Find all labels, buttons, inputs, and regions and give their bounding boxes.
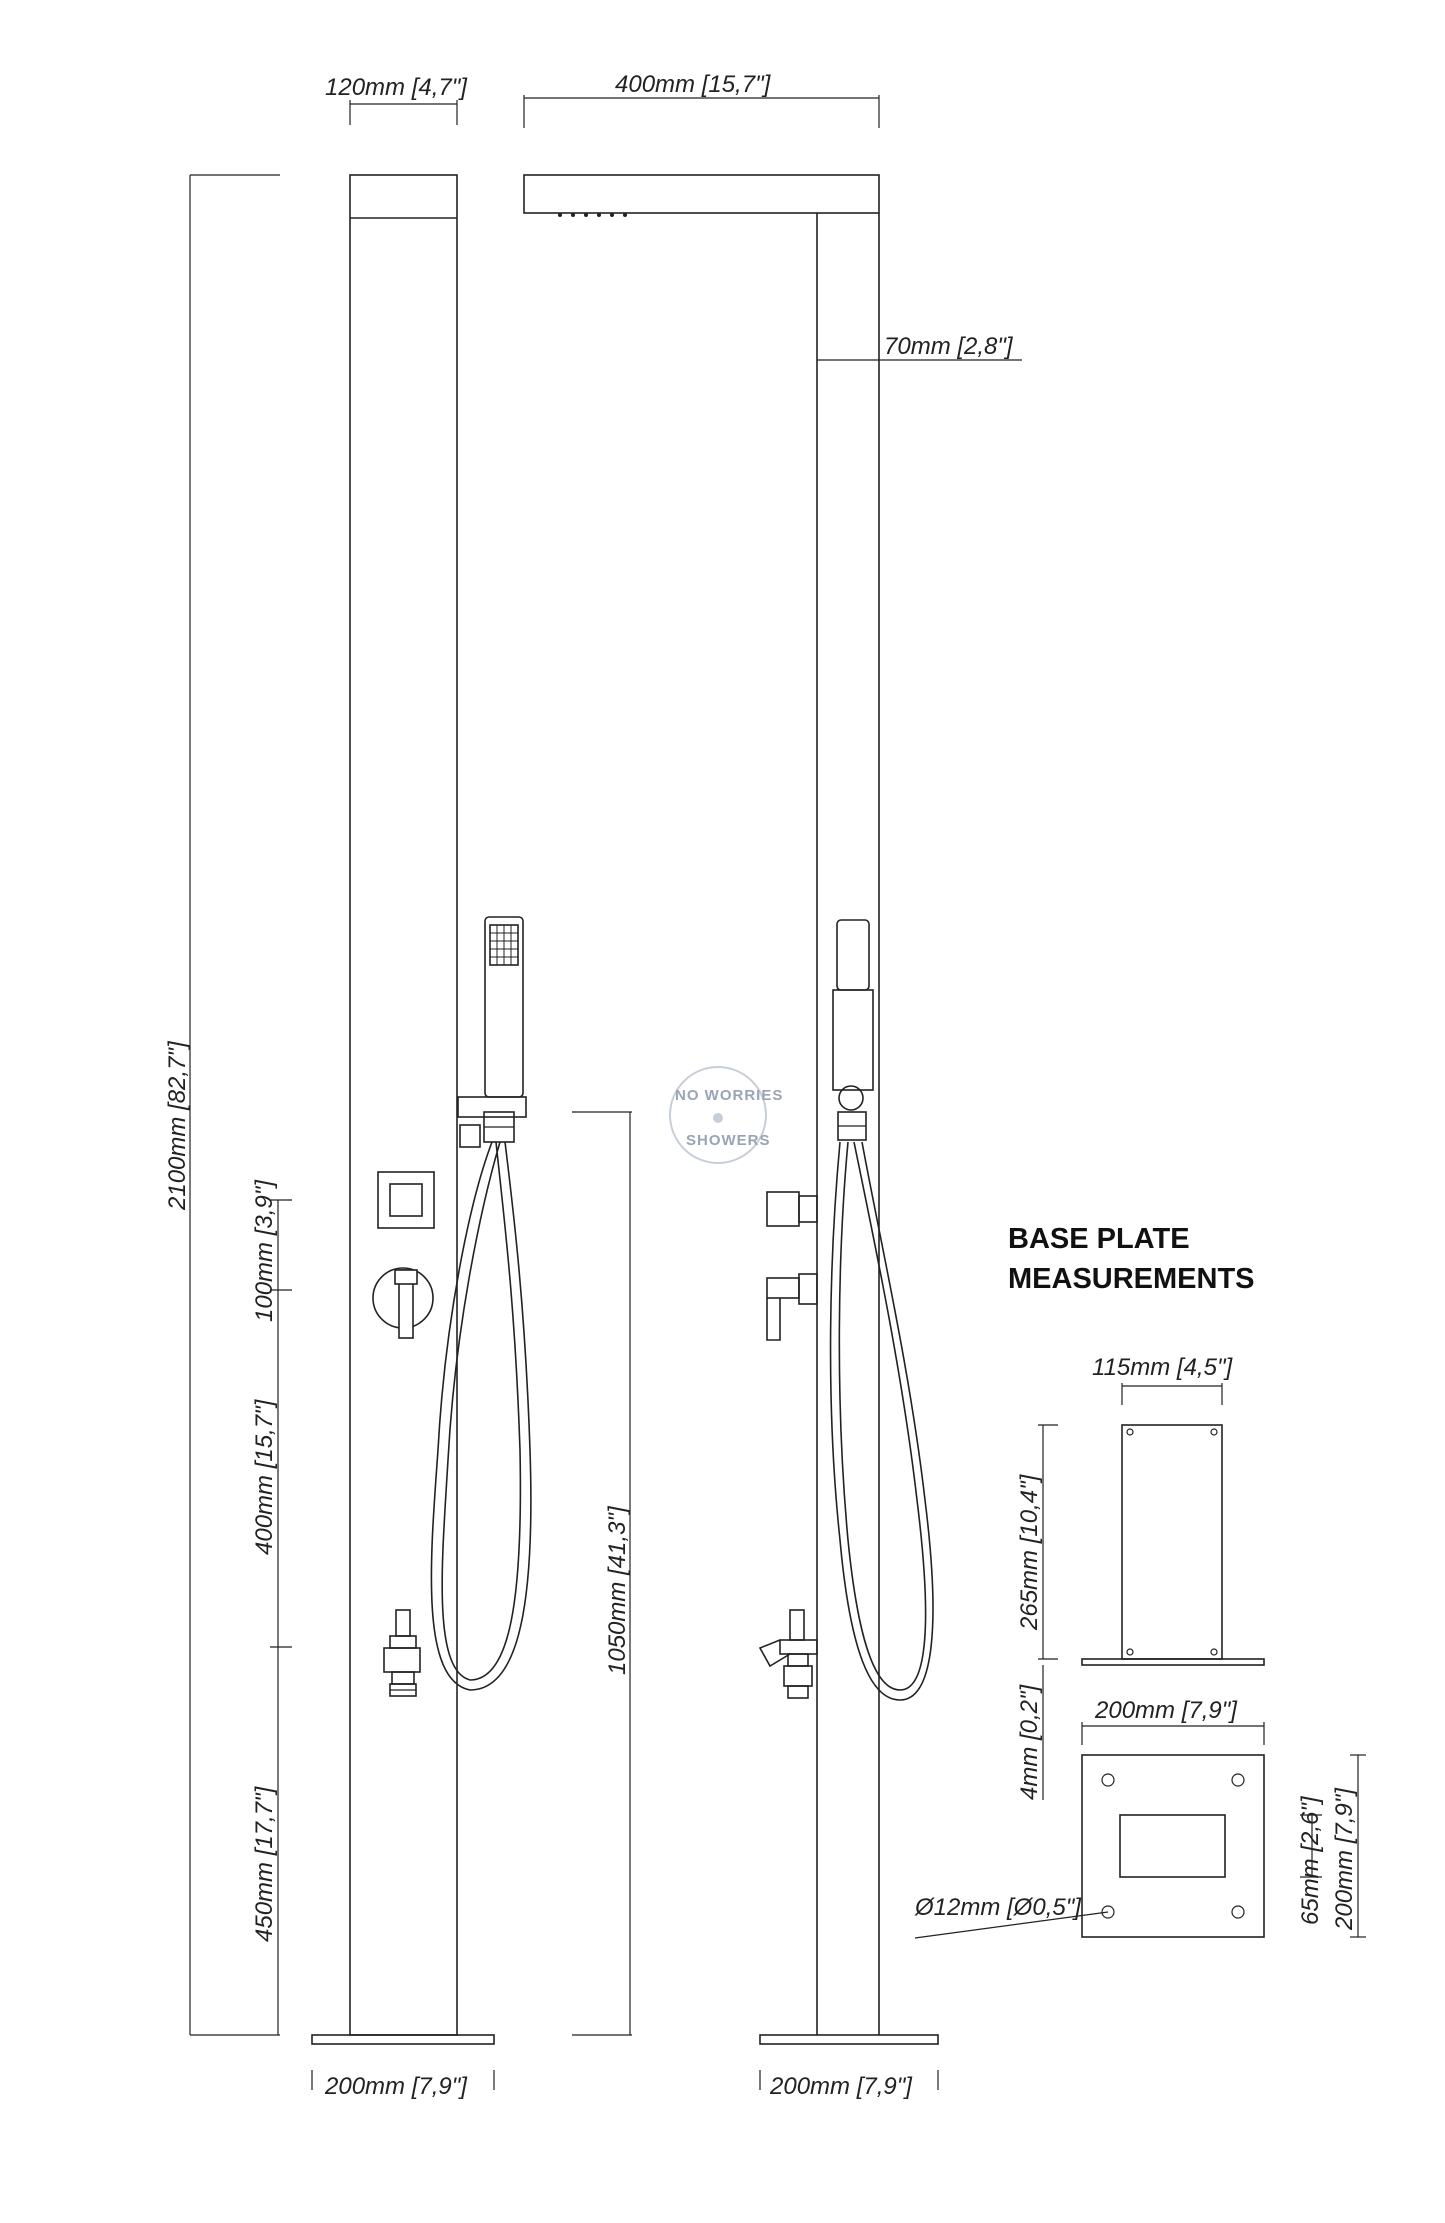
front-base [311, 2034, 495, 2045]
base-plate-section: BASE PLATE MEASUREMENTS 115mm [4,5"] 265… [914, 1223, 1366, 1939]
front-dimension-chain: 100mm [3,9"] 400mm [15,7"] 450mm [17,7"] [251, 1179, 292, 2035]
front-hand-shower-icon [457, 916, 527, 1148]
base-plate-slot-dimension: 65mm [2,6"] [1297, 1795, 1324, 1925]
side-base-width-dimension: 200mm [7,9"] [759, 2070, 939, 2100]
front-base-width-dimension: 200mm [7,9"] [311, 2070, 495, 2100]
side-nozzle-dots [558, 213, 627, 217]
side-shower-head [523, 174, 880, 214]
side-column-depth-label: 70mm [2,8"] [884, 333, 1014, 360]
side-head-width-dimension: 400mm [15,7"] [523, 71, 880, 128]
base-plate-thickness-dimension: 4mm [0,2"] [1016, 1665, 1044, 1800]
watermark-top: NO WORRIES [675, 1087, 783, 1104]
side-view: 400mm [15,7"] 70mm [2,8"] 200mm [7,9"] [523, 71, 1022, 2100]
front-base-width-label: 200mm [7,9"] [324, 2073, 468, 2100]
base-plate-elevation [1081, 1424, 1265, 1666]
front-dim-100-label: 100mm [3,9"] [251, 1179, 278, 1322]
base-plate-title-line2: MEASUREMENTS [1008, 1263, 1255, 1295]
front-total-height-dimension: 2100mm [82,7"] [164, 174, 280, 2036]
front-mixer-knob-icon [372, 1267, 434, 1339]
base-plate-title-line1: BASE PLATE [1008, 1223, 1190, 1255]
front-shower-hose [430, 1141, 532, 1691]
front-hand-shower-height-label: 1050mm [41,3"] [604, 1505, 631, 1675]
front-control-square-icon [377, 1171, 435, 1229]
side-mixer-lever-icon [766, 1273, 818, 1341]
side-hand-shower-icon [832, 919, 874, 1141]
base-plate-depth-label: 200mm [7,9"] [1331, 1787, 1358, 1931]
front-dim-450-label: 450mm [17,7"] [251, 1785, 278, 1942]
side-head-width-label: 400mm [15,7"] [615, 71, 772, 98]
side-base [759, 2034, 939, 2045]
side-control-button-icon [766, 1191, 818, 1227]
front-dim-400-label: 400mm [15,7"] [251, 1398, 278, 1555]
watermark-bottom: SHOWERS [686, 1132, 771, 1149]
base-plate-top-width-label: 115mm [4,5"] [1092, 1354, 1233, 1381]
base-plate-slot-label: 65mm [2,6"] [1297, 1795, 1324, 1925]
front-view: 120mm [4,7"] 200mm [7,9"] 2100mm [82,7"]… [164, 74, 632, 2100]
front-hand-shower-height-dimension: 1050mm [41,3"] [572, 1111, 632, 2036]
base-plate-depth-dimension: 200mm [7,9"] [1331, 1754, 1366, 1938]
side-base-width-label: 200mm [7,9"] [769, 2073, 913, 2100]
base-plate-height-label: 265mm [10,4"] [1016, 1473, 1043, 1631]
side-column-depth-dimension: 70mm [2,8"] [817, 333, 1022, 361]
front-top-width-dimension: 120mm [4,7"] [325, 74, 468, 125]
base-plate-plan [1081, 1754, 1265, 1938]
side-shower-hose [829, 1141, 934, 1701]
front-total-height-label: 2100mm [82,7"] [164, 1040, 191, 1211]
front-column [349, 174, 458, 2036]
base-plate-hole-label: Ø12mm [Ø0,5"] [914, 1894, 1082, 1921]
watermark-logo: NO WORRIES SHOWERS [669, 1066, 783, 1164]
base-plate-hole-dimension: Ø12mm [Ø0,5"] [914, 1894, 1109, 1939]
front-top-width-label: 120mm [4,7"] [325, 74, 468, 101]
base-plate-top-width-dimension: 115mm [4,5"] [1092, 1354, 1233, 1405]
base-plate-height-dimension: 265mm [10,4"] [1016, 1424, 1058, 1660]
base-plate-thickness-label: 4mm [0,2"] [1016, 1683, 1043, 1800]
front-hose-tap-icon [383, 1609, 421, 1697]
side-hose-tap-icon [758, 1609, 818, 1699]
base-plate-width-label: 200mm [7,9"] [1094, 1697, 1238, 1724]
base-plate-width-dimension: 200mm [7,9"] [1081, 1697, 1265, 1745]
